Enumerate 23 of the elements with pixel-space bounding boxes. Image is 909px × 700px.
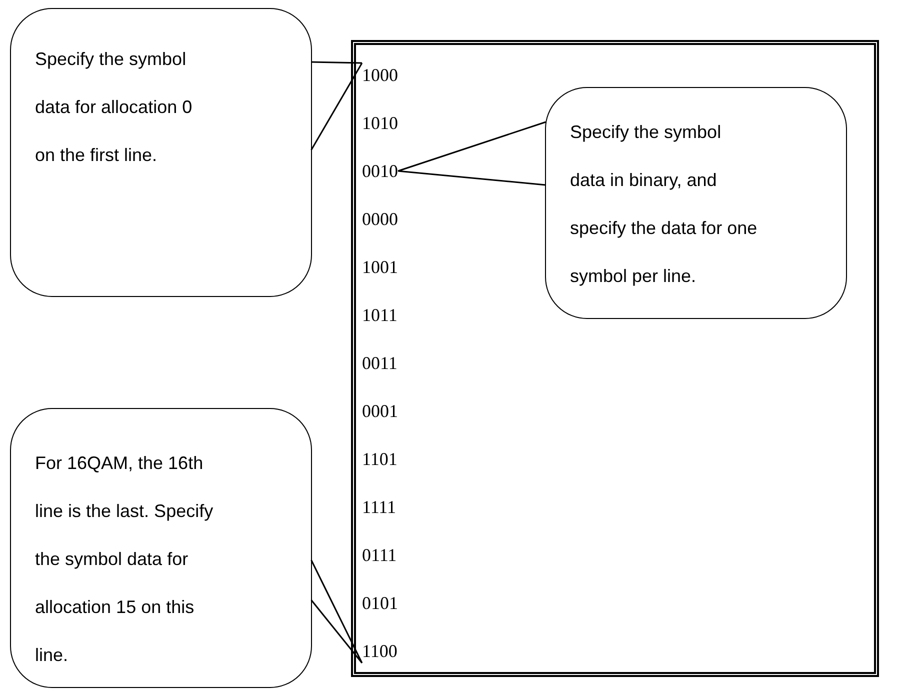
binary-data-line: 0111 [362, 543, 397, 567]
callout-text: Specify the symbol data in binary, and specify the data for one symbol per line. [570, 121, 758, 288]
callout-text: Specify the symbol data for allocation 0 on the first line. [35, 48, 194, 167]
callout-text: For 16QAM, the 16th line is the last. Specify the symbol data for allocation 15 on this line. [35, 452, 214, 667]
binary-data-line: 1001 [362, 255, 398, 279]
speech-bubble [545, 87, 847, 319]
binary-data-line: 1000 [362, 63, 398, 87]
callout-pointer [310, 559, 363, 664]
binary-data-line: 0101 [362, 591, 398, 615]
binary-data-line: 1011 [362, 303, 398, 327]
speech-bubble [10, 8, 312, 297]
document-frame [351, 40, 879, 677]
binary-data-line: 1101 [362, 447, 398, 471]
binary-data-line: 0000 [362, 207, 398, 231]
binary-data-line: 0001 [362, 399, 398, 423]
binary-data-line: 0011 [362, 351, 398, 375]
binary-data-line: 1010 [362, 111, 398, 135]
callout-pointer [397, 121, 546, 186]
callout-pointer [310, 61, 363, 151]
binary-data-line: 1100 [362, 639, 398, 663]
binary-data-line: 1111 [362, 495, 396, 519]
speech-bubble [10, 408, 312, 688]
binary-data-line: 0010 [362, 159, 398, 183]
